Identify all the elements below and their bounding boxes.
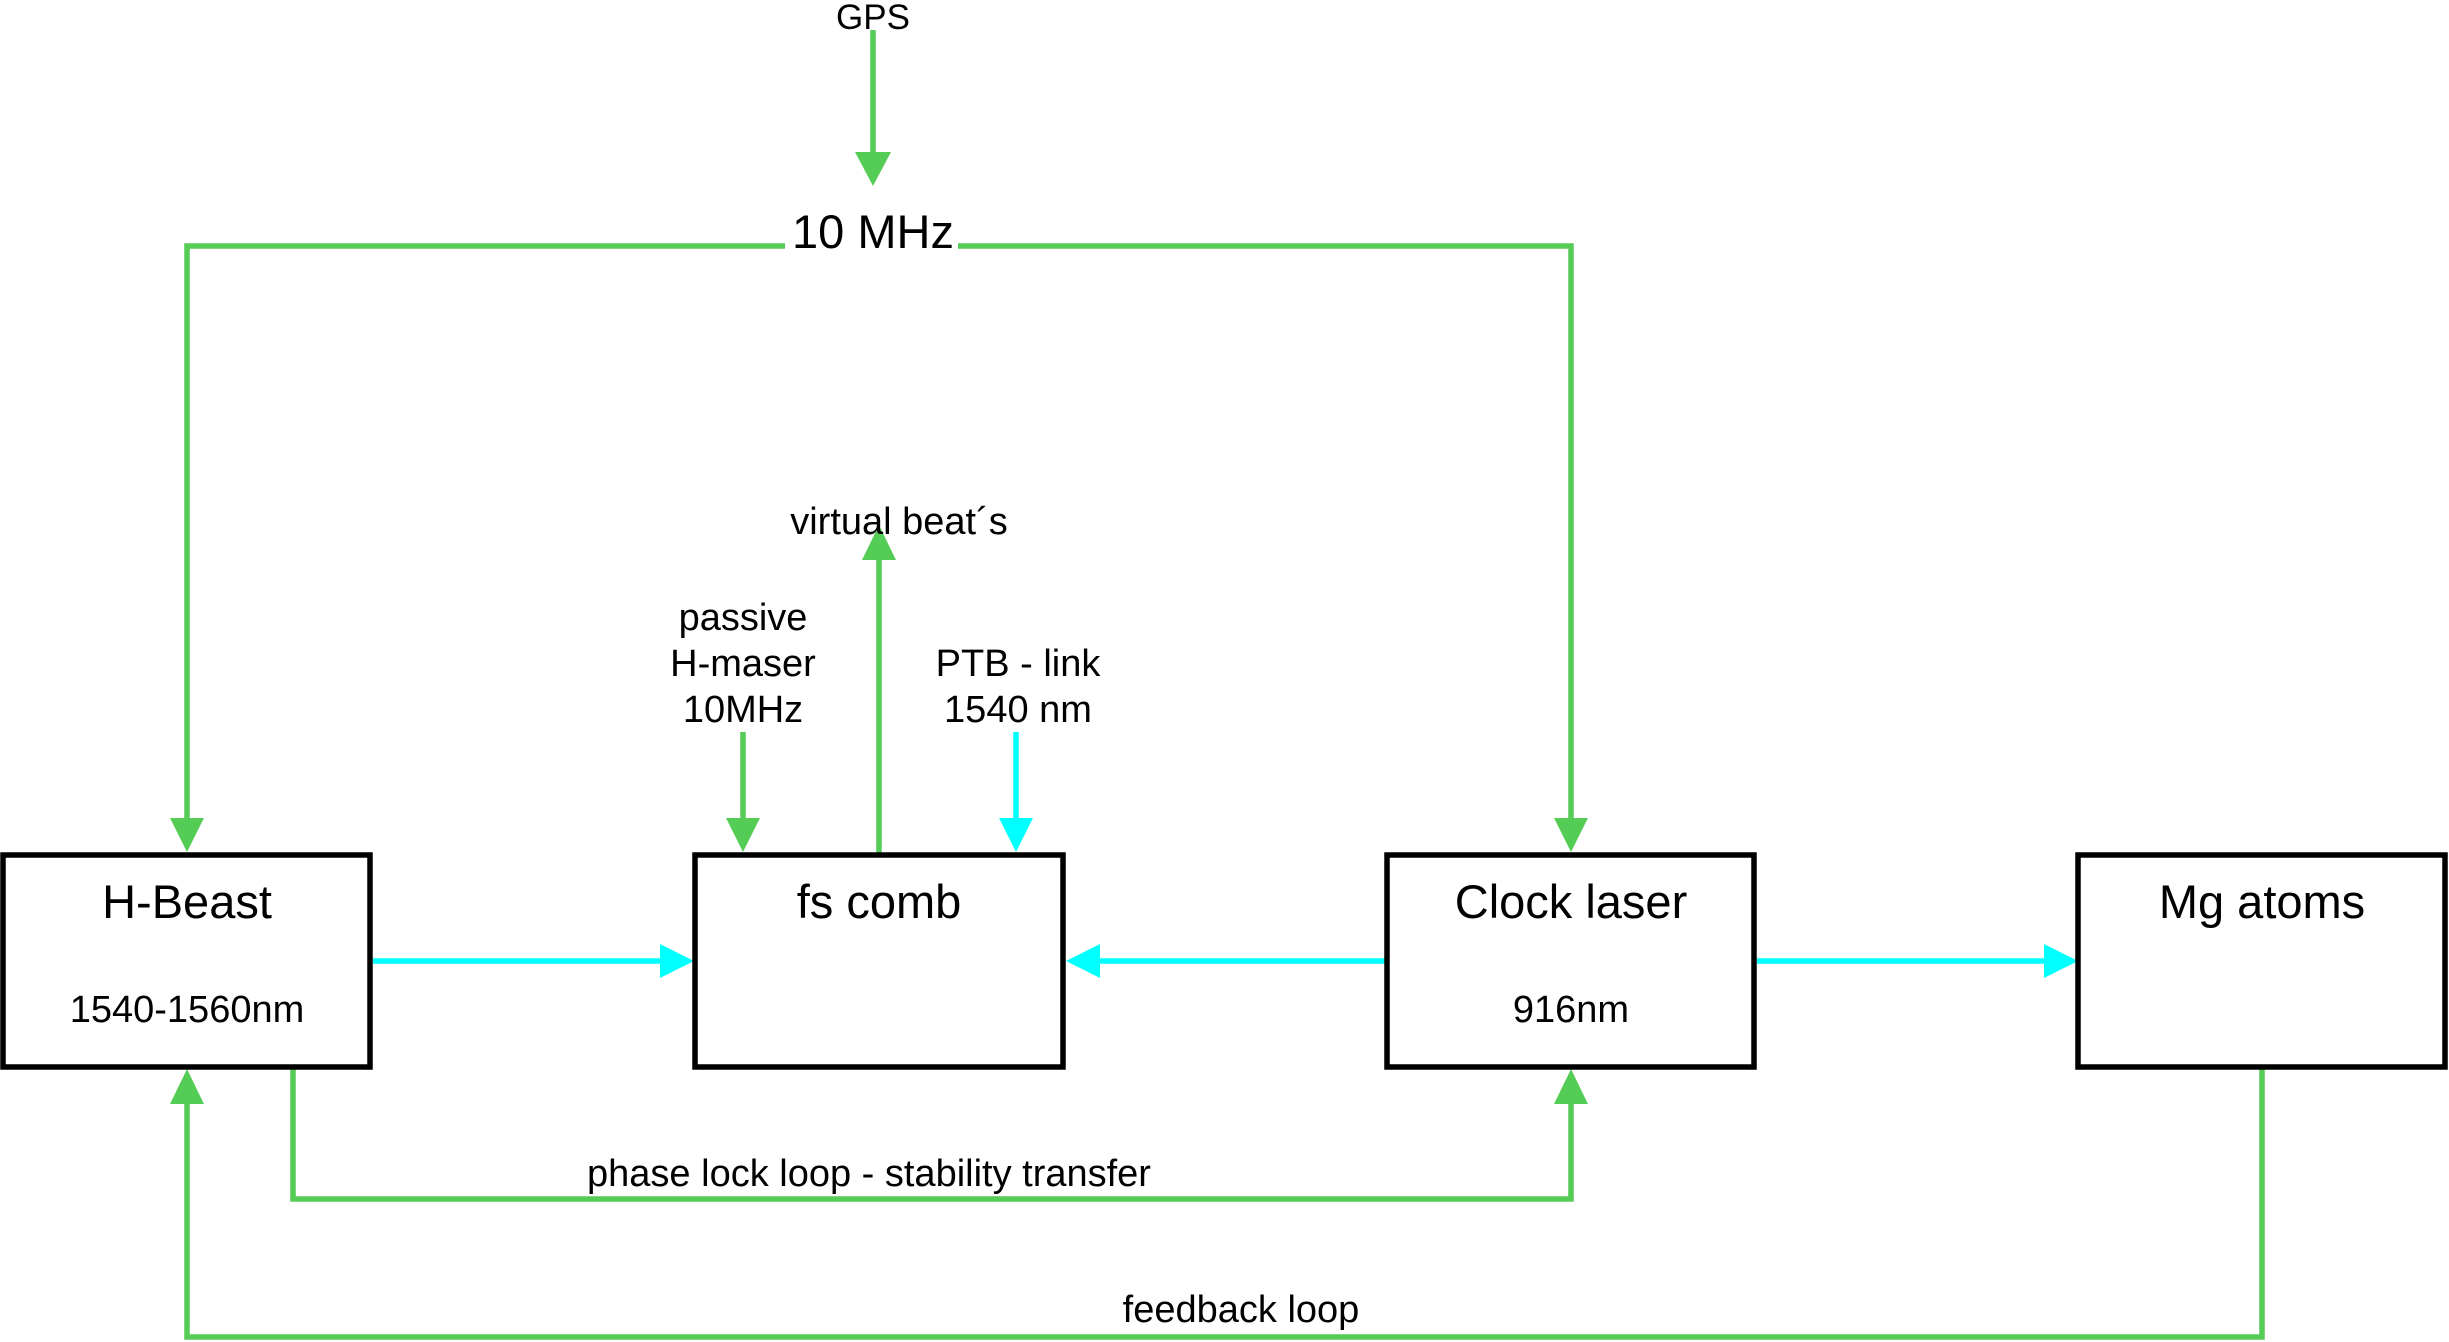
maser-arrowhead <box>726 818 760 852</box>
clock-laser-wavelength: 916nm <box>1513 989 1629 1031</box>
clock-laser-box: Clock laser 916nm <box>1384 852 1757 1070</box>
feedback-loop-label: feedback loop <box>1123 1289 1360 1331</box>
optical-connections <box>373 732 2078 978</box>
ten-mhz-to-h-beast-line <box>184 243 785 822</box>
passive-maser-line1: passive <box>679 597 808 639</box>
phase-lock-loop-label: phase lock loop - stability transfer <box>587 1153 1151 1195</box>
gps-arrowhead <box>855 152 891 186</box>
virtual-beats-label: virtual beat´s <box>790 501 1008 543</box>
feedback-loop-arrowhead <box>170 1069 204 1104</box>
mg-atoms-box: Mg atoms <box>2075 852 2448 1070</box>
ptb-link-line1: PTB - link <box>936 643 1102 685</box>
virtual-beats-arrowhead <box>862 525 896 560</box>
h-beast-title: H-Beast <box>102 875 272 928</box>
phase-lock-loop-line <box>290 1069 1574 1202</box>
ptb-link-line2: 1540 nm <box>944 689 1092 731</box>
h-beast-to-comb-arrowhead <box>660 944 694 978</box>
mg-atoms-title: Mg atoms <box>2159 875 2365 928</box>
ten-mhz-clock-laser-arrowhead <box>1554 818 1588 852</box>
h-beast-box: H-Beast 1540-1560nm <box>0 852 373 1070</box>
rf-connections <box>170 30 2265 1340</box>
h-beast-wavelength: 1540-1560nm <box>70 989 305 1031</box>
clock-to-mg-arrowhead <box>2044 944 2078 978</box>
phase-lock-loop-arrowhead <box>1554 1069 1588 1104</box>
ten-mhz-h-beast-arrowhead <box>170 818 204 852</box>
passive-maser-label: passive H-maser 10MHz <box>670 597 816 731</box>
ten-mhz-to-clock-laser-line <box>958 243 1574 822</box>
gps-label: GPS <box>836 0 910 37</box>
passive-maser-line3: 10MHz <box>683 689 803 731</box>
fs-comb-title: fs comb <box>797 875 962 928</box>
ten-mhz-label: 10 MHz <box>792 205 954 258</box>
fs-comb-box: fs comb <box>692 852 1066 1070</box>
clock-laser-title: Clock laser <box>1455 875 1687 928</box>
clock-to-comb-arrowhead <box>1066 944 1100 978</box>
ptb-link-label: PTB - link 1540 nm <box>936 643 1102 731</box>
feedback-loop-line <box>184 1069 2265 1340</box>
ptb-link-arrowhead <box>999 818 1033 852</box>
passive-maser-line2: H-maser <box>670 643 816 685</box>
